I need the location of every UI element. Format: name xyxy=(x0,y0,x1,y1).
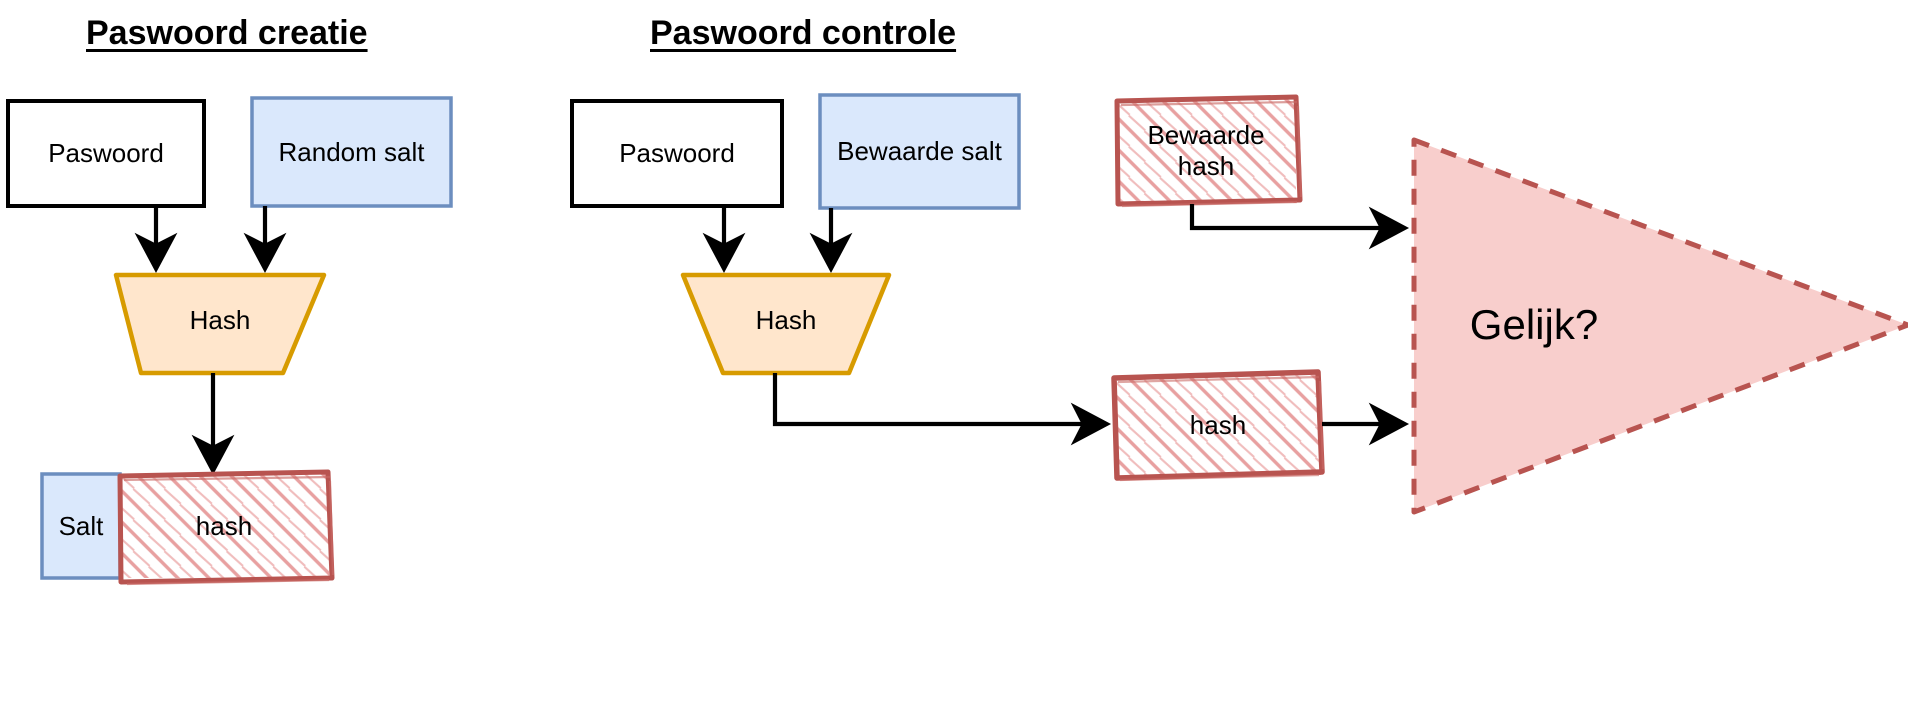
node-right-stored-hash[interactable] xyxy=(1114,94,1303,207)
node-left-stored-hash-fill xyxy=(119,474,329,578)
edge-right-hash-to-computed-hash xyxy=(772,373,1112,446)
node-right-hash-function[interactable] xyxy=(680,272,892,376)
node-left-password[interactable] xyxy=(6,99,206,208)
node-right-stored-hash-sketch-extra xyxy=(1120,100,1303,208)
node-right-stored-salt[interactable] xyxy=(818,93,1021,210)
node-left-random-salt[interactable] xyxy=(250,96,453,208)
node-right-stored-hash-fill xyxy=(1116,99,1296,203)
heading-paswoord-creatie: Paswoord creatie xyxy=(86,14,368,52)
node-compare-triangle[interactable] xyxy=(1411,137,1908,515)
node-left-stored-salt[interactable] xyxy=(40,472,122,580)
heading-paswoord-controle: Paswoord controle xyxy=(650,14,957,52)
node-left-stored-hash[interactable] xyxy=(117,469,335,585)
node-left-hash-function[interactable] xyxy=(113,272,327,376)
node-right-computed-hash-fill xyxy=(1115,375,1321,475)
node-left-stored-hash-sketch-extra xyxy=(123,475,335,586)
node-right-computed-hash[interactable] xyxy=(1111,369,1325,481)
node-right-computed-hash-sketch-extra xyxy=(1117,375,1325,482)
node-right-password[interactable] xyxy=(570,99,784,208)
edge-stored-hash-to-compare xyxy=(1189,204,1410,250)
